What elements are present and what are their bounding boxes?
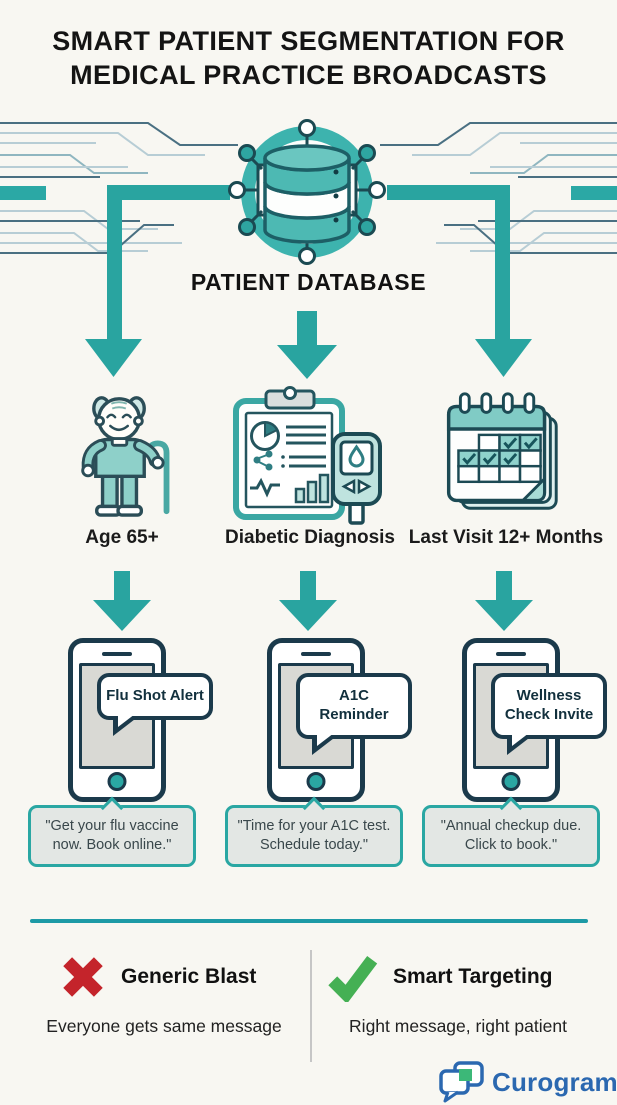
phone-wellness: Wellness Check Invite bbox=[462, 638, 607, 802]
brand-logo: Curogram bbox=[437, 1060, 617, 1104]
message-bubble-a1c: A1C Reminder bbox=[296, 673, 412, 755]
phone-speaker bbox=[301, 652, 331, 656]
criterion-age: Age 65+ bbox=[85, 527, 159, 548]
branch-arrow-right bbox=[387, 185, 532, 377]
criterion-last-visit: Last Visit 12+ Months bbox=[408, 527, 604, 548]
comparison-divider bbox=[310, 950, 312, 1062]
phone-speaker bbox=[496, 652, 526, 656]
brand-name: Curogram bbox=[492, 1066, 617, 1097]
section-divider bbox=[30, 919, 588, 923]
smart-targeting-description: Right message, right patient bbox=[349, 1016, 567, 1036]
smart-targeting-group: Smart Targeting bbox=[326, 952, 552, 1002]
chat-bubbles-icon bbox=[439, 1061, 484, 1103]
message-bubble-wellness: Wellness Check Invite bbox=[491, 673, 607, 755]
patient-database-hero bbox=[0, 119, 617, 379]
phone-speaker bbox=[102, 652, 132, 656]
circuit-pattern-left bbox=[0, 122, 238, 254]
quote-text: "Annual checkup due. Click to book." bbox=[440, 818, 582, 853]
circuit-pattern-right bbox=[380, 122, 617, 254]
page-title: SMART PATIENT SEGMENTATION FOR MEDICAL P… bbox=[52, 26, 565, 90]
quote-text: "Time for your A1C test. Schedule today.… bbox=[237, 818, 391, 853]
medical-chart-glucometer-icon bbox=[233, 386, 382, 525]
message-title: Wellness Check Invite bbox=[504, 687, 594, 723]
quote-flu-shot: "Get your flu vaccine now. Book online." bbox=[28, 796, 196, 867]
database-icon bbox=[228, 119, 386, 265]
elderly-patient-icon bbox=[81, 396, 170, 517]
generic-blast-group: Generic Blast bbox=[60, 954, 256, 1000]
branch-arrow-left bbox=[85, 185, 230, 377]
criterion-diabetic: Diabetic Diagnosis bbox=[225, 527, 395, 548]
down-arrow-center bbox=[279, 571, 337, 631]
patient-database-label: PATIENT DATABASE bbox=[190, 269, 427, 295]
circuit-band-right bbox=[571, 186, 617, 200]
phone-home-button bbox=[107, 772, 127, 791]
quote-a1c: "Time for your A1C test. Schedule today.… bbox=[225, 796, 403, 867]
phone-home-button bbox=[306, 772, 326, 791]
circuit-band-left bbox=[0, 186, 46, 200]
generic-blast-label: Generic Blast bbox=[121, 965, 257, 988]
message-title: A1C Reminder bbox=[319, 687, 389, 723]
phone-flu-shot: Flu Shot Alert bbox=[68, 638, 213, 802]
x-cross-icon bbox=[63, 957, 103, 997]
calendar-icon bbox=[446, 392, 558, 510]
down-arrow-right bbox=[475, 571, 533, 631]
quote-text: "Get your flu vaccine now. Book online." bbox=[45, 818, 179, 853]
message-bubble-flu-shot: Flu Shot Alert bbox=[97, 673, 213, 736]
generic-blast-description: Everyone gets same message bbox=[46, 1016, 282, 1036]
phone-home-button bbox=[501, 772, 521, 791]
quote-wellness: "Annual checkup due. Click to book." bbox=[422, 796, 600, 867]
smart-targeting-label: Smart Targeting bbox=[393, 965, 553, 988]
branch-arrow-center bbox=[277, 311, 337, 379]
message-title: Flu Shot Alert bbox=[106, 687, 204, 704]
down-arrow-left bbox=[93, 571, 151, 631]
phone-a1c: A1C Reminder bbox=[267, 638, 412, 802]
checkmark-icon bbox=[328, 955, 378, 1002]
